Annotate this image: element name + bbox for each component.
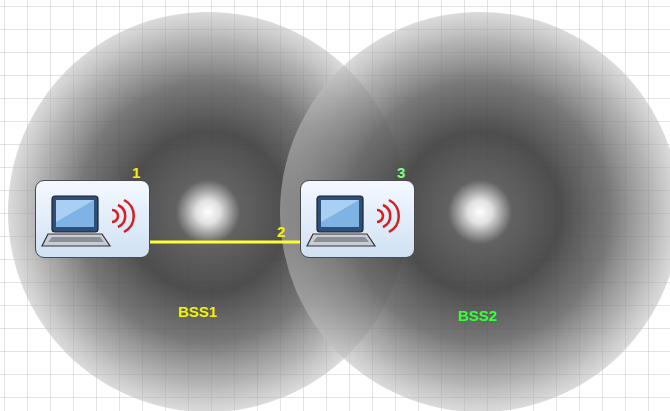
bss-label: BSS2 [458,308,497,323]
station-box: 1 [35,180,150,258]
coverage-area [280,12,670,411]
link-number: 2 [277,224,285,239]
station-number: 1 [132,165,140,180]
wireless-link [150,241,300,244]
station-box: 3 [300,180,415,258]
bss-label: BSS1 [178,304,217,319]
station-number: 3 [397,165,405,180]
